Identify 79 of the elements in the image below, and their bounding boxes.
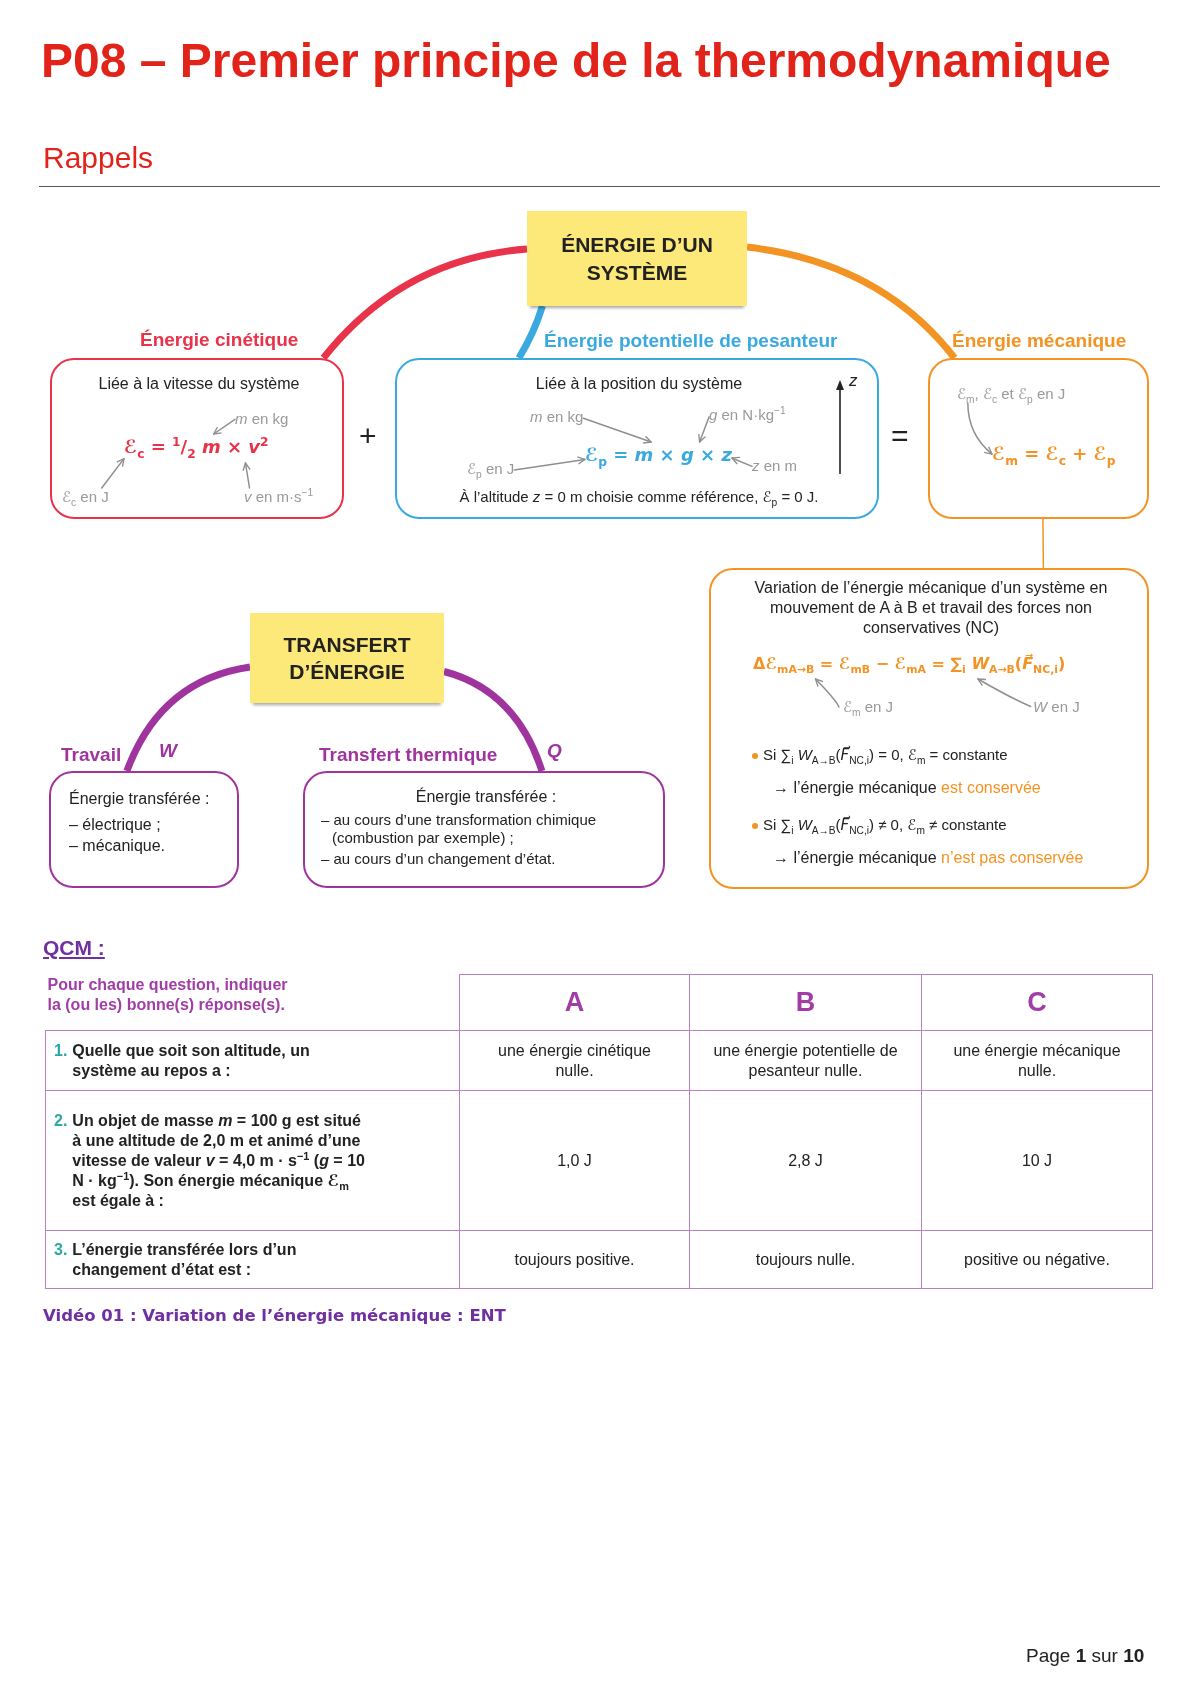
answer-cell: une énergie potentielle de pesanteur nulle. bbox=[689, 1030, 922, 1091]
arrow bbox=[967, 402, 993, 455]
list-item: – au cours d’une transformation chimique (combustion par exemple) ; bbox=[321, 811, 598, 848]
connector-line bbox=[1042, 518, 1045, 569]
question-number: 2. bbox=[54, 1110, 68, 1131]
operator-sign: = bbox=[891, 419, 909, 453]
section-heading: Rappels bbox=[43, 141, 154, 175]
question-number: 3. bbox=[54, 1239, 68, 1260]
unit-annotation: z en m bbox=[752, 457, 797, 474]
column-header: B bbox=[689, 974, 922, 1031]
answer-cell: une énergie cinétique nulle. bbox=[459, 1030, 690, 1091]
box-text: Liée à la position du système bbox=[535, 374, 743, 394]
topic-note: TRANSFERT D’ÉNERGIE bbox=[250, 613, 444, 703]
arrow bbox=[814, 678, 840, 708]
video-reference: Vidéo 01 : Variation de l’énergie mécanique : ENT bbox=[43, 1306, 506, 1325]
question-text: Un objet de masse m = 100 g est situé à une altitude de 2,0 m et animé d’une vitesse de valeur v = 4,0 m · s$^{−1}$ (g = 10 N · kg$^{−1}$). Son énergie mécanique ℰ$_{m}$ est égale à : bbox=[72, 1110, 366, 1211]
answer-cell: une énergie mécanique nulle. bbox=[921, 1030, 1153, 1091]
page-title: P08 – Premier principe de la thermodynamique bbox=[41, 33, 1111, 88]
arrow bbox=[513, 456, 586, 471]
arrow bbox=[100, 457, 125, 489]
topic-note: ÉNERGIE D’UN SYSTÈME bbox=[527, 211, 747, 306]
page-number: Page 1 sur 10 bbox=[1026, 1645, 1145, 1667]
bullet-text: → l’énergie mécanique n’est pas conservée bbox=[773, 848, 1084, 868]
list-item: – mécanique. bbox=[69, 836, 166, 856]
answer-cell: toujours nulle. bbox=[689, 1230, 922, 1289]
branch-line bbox=[320, 245, 528, 361]
list-item: – au cours d’un changement d’état. bbox=[321, 850, 557, 869]
box-heading: Énergie mécanique bbox=[952, 329, 1127, 353]
bullet-text: → l’énergie mécanique est conservée bbox=[773, 778, 1041, 798]
answer-cell: toujours positive. bbox=[459, 1230, 690, 1289]
branch-line bbox=[443, 668, 546, 773]
box-text: Énergie transférée : bbox=[415, 787, 557, 807]
box-text: À l’altitude z = 0 m choisie comme référence, ℰ$_{p}$ = 0 J. bbox=[459, 488, 819, 507]
unit-annotation: ℰ$_{m}$ en J bbox=[843, 698, 894, 716]
box-heading: Travail bbox=[61, 743, 122, 767]
column-header: C bbox=[921, 974, 1153, 1031]
unit-annotation: ℰ$_{m}$, ℰ$_{c}$ et ℰ$_{p}$ en J bbox=[957, 385, 1066, 403]
unit-annotation: g en N·kg$^{−1}$ bbox=[709, 406, 786, 423]
question-number: 1. bbox=[54, 1040, 68, 1061]
list-item: – électrique ; bbox=[69, 815, 161, 835]
axis-label: z bbox=[849, 371, 858, 391]
unit-annotation: ℰ$_{p}$ en J bbox=[467, 460, 515, 478]
box-text: Énergie transférée : bbox=[69, 789, 210, 809]
branch-line bbox=[746, 243, 958, 361]
column-header: A bbox=[459, 974, 690, 1031]
formula: ℰ$_{c}$ = $^{1}$/$_{2}$ m × v$^{2}$ bbox=[124, 434, 269, 463]
arrow bbox=[582, 417, 652, 444]
answer-cell: 10 J bbox=[921, 1090, 1153, 1231]
unit-annotation: W en J bbox=[1033, 698, 1080, 715]
arrow bbox=[698, 416, 710, 443]
bullet-text: Si ∑$_{i}$ W$_{A→B}$(F⃗$_{NC,i}$) ≠ 0, ℰ$_{m}$ ≠ constante bbox=[763, 816, 1007, 835]
operator-sign: + bbox=[359, 419, 377, 453]
box-heading: Énergie cinétique bbox=[140, 328, 299, 352]
question-text: Quelle que soit son altitude, un système au repos a : bbox=[72, 1040, 311, 1081]
arrow bbox=[731, 456, 753, 468]
answer-cell: 2,8 J bbox=[689, 1090, 922, 1231]
answer-cell: positive ou négative. bbox=[921, 1230, 1153, 1289]
unit-annotation: m en kg bbox=[530, 408, 584, 425]
answer-cell: 1,0 J bbox=[459, 1090, 690, 1231]
bullet-text: Si ∑$_{i}$ W$_{A→B}$(F⃗$_{NC,i}$) = 0, ℰ$_{m}$ = constante bbox=[763, 746, 1008, 765]
unit-annotation: v en m·s$^{−1}$ bbox=[244, 488, 314, 505]
unit-annotation: ℰ$_{c}$ en J bbox=[62, 488, 109, 506]
section-heading: QCM : bbox=[43, 936, 105, 960]
box-text: Variation de l’énergie mécanique d’un système en mouvement de A à B et travail des forces non conservatives (NC) bbox=[753, 578, 1109, 638]
arrow bbox=[212, 418, 236, 435]
formula: Δℰ$_{mA→B}$ = ℰ$_{mB}$ − ℰ$_{mA}$ = ∑$_{i}$ W$_{A→B}$(F⃗$_{NC,i}$) bbox=[753, 652, 1066, 679]
instruction-text: Pour chaque question, indiquer la (ou les) bonne(s) réponse(s). bbox=[47, 975, 288, 1013]
unit-annotation: m en kg bbox=[235, 410, 289, 427]
arrow bbox=[242, 462, 251, 489]
branch-line bbox=[515, 304, 546, 360]
formula: ℰ$_{m}$ = ℰ$_{c}$ + ℰ$_{p}$ bbox=[992, 441, 1116, 470]
formula: ℰ$_{p}$ = m × g × z bbox=[585, 442, 732, 471]
box-heading: Transfert thermique bbox=[319, 743, 498, 767]
arrow bbox=[977, 678, 1032, 708]
branch-line bbox=[123, 663, 251, 773]
question-text: L’énergie transférée lors d’un changement d’état est : bbox=[72, 1239, 298, 1280]
concept-box bbox=[709, 568, 1149, 889]
box-heading: Énergie potentielle de pesanteur bbox=[544, 329, 838, 353]
box-text: Liée à la vitesse du système bbox=[98, 374, 300, 394]
